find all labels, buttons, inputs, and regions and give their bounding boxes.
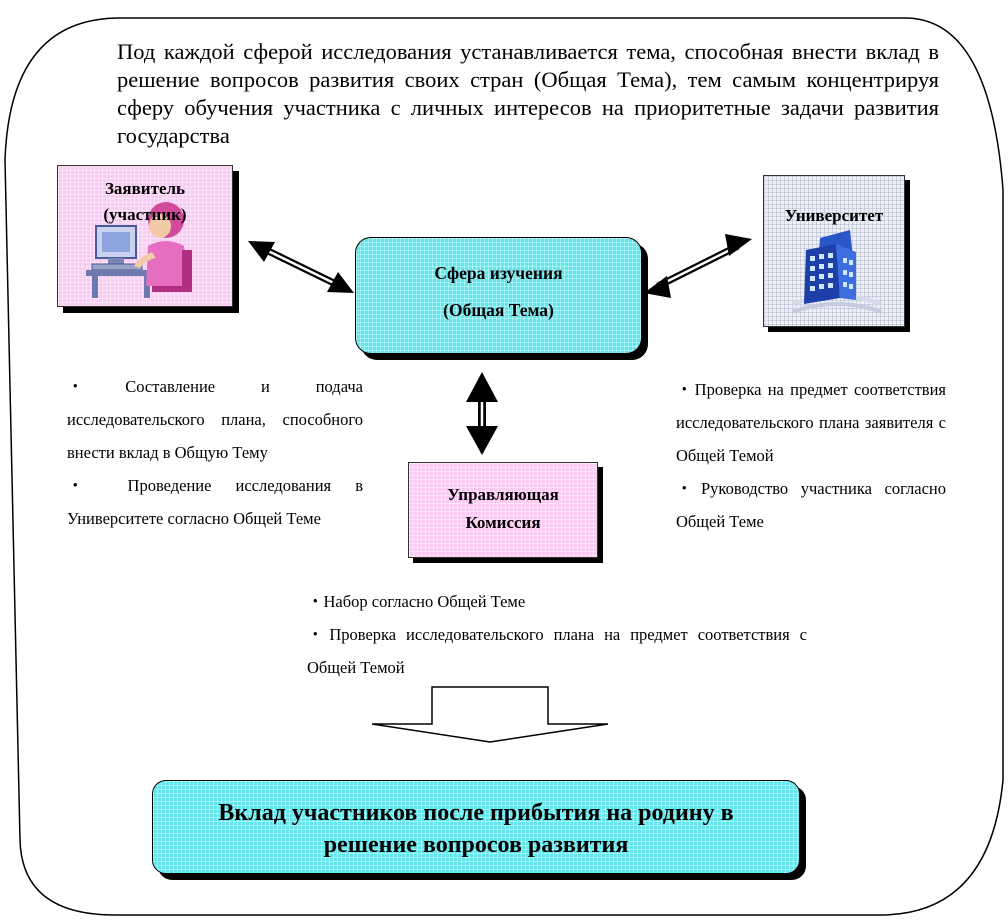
applicant-label-line2: (участник) <box>103 205 187 224</box>
sphere-subtitle: (Общая Тема) <box>443 300 554 320</box>
university-box: Университет <box>763 175 905 327</box>
applicant-duties-list: ・Составление и подача исследовательского… <box>67 370 363 535</box>
list-item: ・Проверка на предмет соответствия исслед… <box>676 380 946 465</box>
sphere-of-study-box: Сфера изучения (Общая Тема) <box>355 237 642 354</box>
commission-duties-list: ・Набор согласно Общей Теме ・Проверка исс… <box>307 585 807 684</box>
applicant-label-line1: Заявитель <box>104 179 186 198</box>
list-item: ・Руководство участника согласно Общей Те… <box>676 479 946 531</box>
list-item: ・Проверка исследовательского плана на пр… <box>307 625 807 677</box>
building-icon <box>792 230 882 314</box>
sphere-title: Сфера изучения <box>434 263 563 283</box>
applicant-box: Заявитель (участник) <box>57 165 233 307</box>
intro-paragraph: Под каждой сферой исследования устанавли… <box>117 39 939 148</box>
list-item: ・Набор согласно Общей Теме <box>307 592 526 611</box>
result-text-line2: решение вопросов развития <box>323 832 629 858</box>
result-box: Вклад участников после прибытия на родин… <box>152 780 800 874</box>
person-at-computer-icon <box>86 202 192 298</box>
university-label: Университет <box>784 206 884 225</box>
list-item: ・Составление и подача исследовательского… <box>67 377 363 462</box>
result-text-line1: Вклад участников после прибытия на родин… <box>218 800 734 826</box>
commission-title-line1: Управляющая <box>447 485 559 504</box>
commission-title-line2: Комиссия <box>465 513 541 532</box>
university-duties-list: ・Проверка на предмет соответствия исслед… <box>676 373 946 538</box>
commission-box: Управляющая Комиссия <box>408 462 598 558</box>
applicant-label: Заявитель (участник) <box>58 176 232 228</box>
list-item: ・ Проведение исследования в Университете… <box>67 476 363 528</box>
